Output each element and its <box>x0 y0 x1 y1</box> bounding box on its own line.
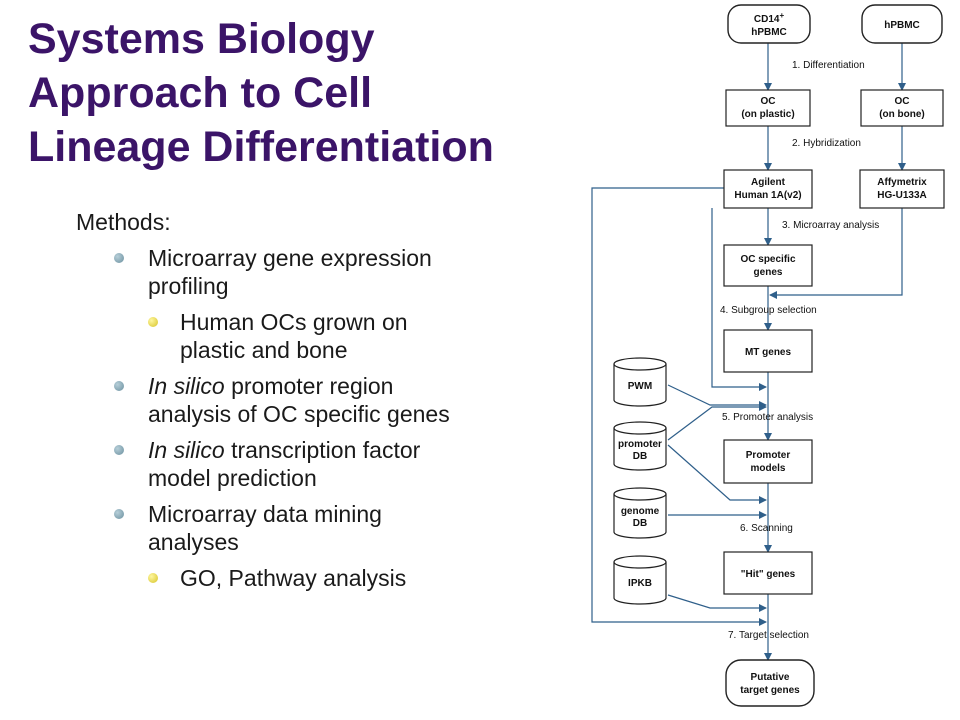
putative-line2: target genes <box>740 685 800 696</box>
sub-bullet-item: GO, Pathway analysis <box>76 564 476 592</box>
methods-list: Methods: Microarray gene expression prof… <box>76 208 476 600</box>
oc-bone-line2: (on bone) <box>879 109 925 120</box>
title-line-1: Systems Biology <box>28 15 375 63</box>
cd14-superscript: + <box>779 11 784 20</box>
end-box-putative: Putative target genes <box>725 659 815 707</box>
methods-heading: Methods: <box>76 209 171 235</box>
step-label-5: 5. Promoter analysis <box>722 412 813 423</box>
hit-genes-label: "Hit" genes <box>741 569 796 580</box>
arrow-affymetrix-to-subgroup <box>769 208 903 299</box>
arrow-ipkb-to-target-selection <box>667 594 767 612</box>
connector-lines <box>591 43 906 661</box>
promoter-db-line1: promoter <box>618 439 662 450</box>
ipkb-label: IPKB <box>628 578 652 589</box>
pwm-label: PWM <box>628 381 652 392</box>
oc-plastic-line1: OC <box>761 96 776 107</box>
box-hit-genes: "Hit" genes <box>723 551 813 595</box>
hpbmc-label: hPBMC <box>884 20 920 31</box>
bullet-dot-icon <box>114 509 124 519</box>
step-label-4: 4. Subgroup selection <box>720 305 817 316</box>
box-promoter-models: Promoter models <box>723 439 813 484</box>
sub-bullet-text: GO, Pathway analysis <box>180 565 407 591</box>
cd14-label: CD14 <box>754 14 780 25</box>
step-label-3: 3. Microarray analysis <box>782 220 879 231</box>
bullet-text: transcription factor model prediction <box>148 437 421 491</box>
bullet-italic-text: In silico <box>148 373 225 399</box>
bullet-item: Microarray data mining analyses <box>76 500 476 556</box>
step-label-7: 7. Target selection <box>728 630 809 641</box>
bullet-item: In silico promoter region analysis of OC… <box>76 372 476 428</box>
cd14-sublabel: hPBMC <box>751 27 787 38</box>
bullet-dot-icon <box>114 253 124 263</box>
database-promoter-db-icon: promoter DB <box>613 421 667 471</box>
svg-text:CD14+: CD14+ <box>754 11 785 25</box>
arrow-promoterdb-to-scanning <box>667 444 767 504</box>
sub-bullet-dot-icon <box>148 573 158 583</box>
title-line-2: Approach to Cell <box>28 69 373 117</box>
start-box-hpbmc: hPBMC <box>861 4 943 44</box>
bullet-dot-icon <box>114 381 124 391</box>
box-mt-genes: MT genes <box>723 329 813 373</box>
affymetrix-line1: Affymetrix <box>877 177 927 188</box>
agilent-line2: Human 1A(v2) <box>734 190 801 201</box>
oc-specific-line1: OC specific <box>740 254 795 265</box>
sub-bullet-item: Human OCs grown on plastic and bone <box>76 308 476 364</box>
bullet-text: Microarray gene expression profiling <box>148 245 432 299</box>
box-agilent: Agilent Human 1A(v2) <box>723 169 813 209</box>
step-label-2: 2. Hybridization <box>792 138 861 149</box>
arrow-promoterdb-to-promoter-analysis <box>667 403 767 441</box>
bullet-text: Microarray data mining analyses <box>148 501 382 555</box>
oc-specific-line2: genes <box>754 267 783 278</box>
affymetrix-line2: HG-U133A <box>877 190 926 201</box>
step-label-1: 1. Differentiation <box>792 60 865 71</box>
bullet-italic-text: In silico <box>148 437 225 463</box>
database-genome-db-icon: genome DB <box>613 487 667 539</box>
database-ipkb-icon: IPKB <box>613 555 667 605</box>
arrow-agilent-to-promoter-analysis <box>711 208 767 391</box>
sub-bullet-text: Human OCs grown on plastic and bone <box>180 309 408 363</box>
box-oc-bone: OC (on bone) <box>860 89 944 127</box>
sub-bullet-dot-icon <box>148 317 158 327</box>
oc-bone-line1: OC <box>895 96 910 107</box>
putative-line1: Putative <box>751 672 790 683</box>
arrow-pwm-to-promoter-analysis <box>667 384 767 409</box>
genome-db-line2: DB <box>633 518 647 529</box>
promoter-models-line1: Promoter <box>746 450 791 461</box>
bullet-item: Microarray gene expression profiling <box>76 244 476 300</box>
bullet-text: promoter region analysis of OC specific … <box>148 373 450 427</box>
start-box-cd14: CD14+ hPBMC <box>727 4 811 44</box>
box-oc-plastic: OC (on plastic) <box>725 89 811 127</box>
slide-title: Systems Biology Approach to Cell Lineage… <box>28 12 568 174</box>
title-line-3: Lineage Differentiation <box>28 123 494 171</box>
promoter-db-line2: DB <box>633 451 647 462</box>
box-affymetrix: Affymetrix HG-U133A <box>859 169 945 209</box>
agilent-line1: Agilent <box>751 177 786 188</box>
step-label-6: 6. Scanning <box>740 523 793 534</box>
mt-genes-label: MT genes <box>745 347 792 358</box>
oc-plastic-line2: (on plastic) <box>741 109 794 120</box>
arrow-agilent-to-target-selection <box>591 187 767 626</box>
bullet-item: In silico transcription factor model pre… <box>76 436 476 492</box>
bullet-dot-icon <box>114 445 124 455</box>
database-pwm-icon: PWM <box>613 357 667 407</box>
box-oc-specific: OC specific genes <box>723 244 813 287</box>
promoter-models-line2: models <box>750 463 785 474</box>
genome-db-line1: genome <box>621 506 660 517</box>
